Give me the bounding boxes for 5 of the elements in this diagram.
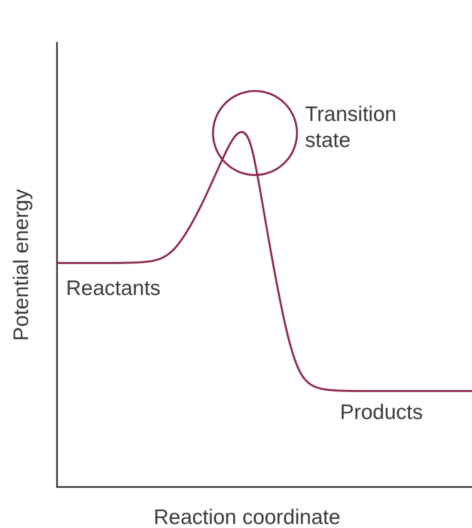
axis-label: Reaction coordinate — [154, 505, 340, 528]
axis-label: Potential energy — [8, 189, 34, 341]
annotation-label: Reactants — [66, 276, 161, 302]
annotation-label: Transition state — [305, 102, 398, 154]
annotation-label: Products — [340, 400, 423, 426]
